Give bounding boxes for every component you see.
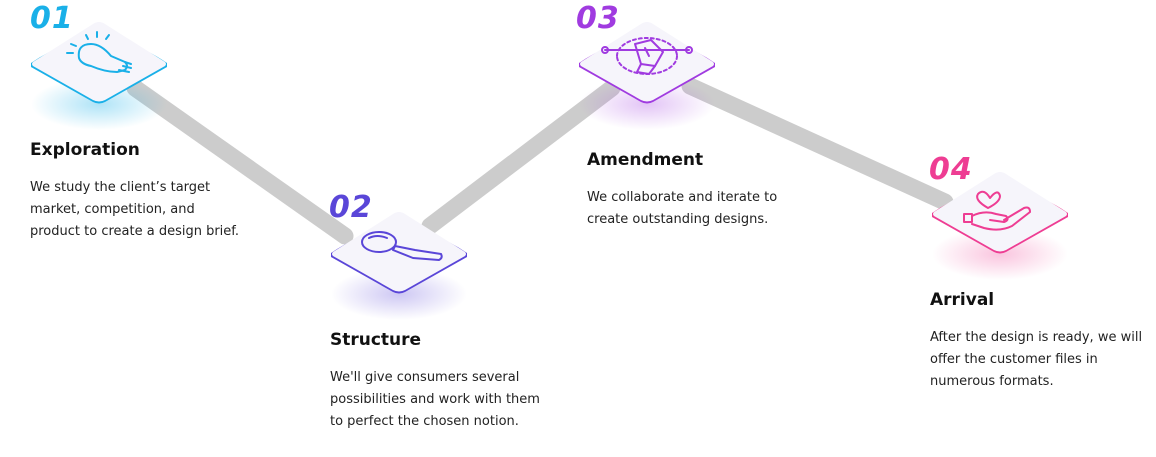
step-number: 02 xyxy=(329,190,373,225)
step-number: 01 xyxy=(30,1,74,36)
step-tile-amendment xyxy=(579,20,715,130)
pen-tool-icon xyxy=(601,37,693,75)
step-tile-structure xyxy=(331,210,467,320)
step-description: We study the client’s target market, com… xyxy=(30,180,240,239)
step-number: 04 xyxy=(929,152,973,187)
step-tile-exploration xyxy=(31,20,167,130)
lightbulb-icon xyxy=(66,31,132,73)
step-title: Arrival xyxy=(930,290,995,310)
step-description: We'll give consumers several possibiliti… xyxy=(330,370,540,429)
step-description: We collaborate and iterate to create out… xyxy=(587,190,778,227)
step-number: 03 xyxy=(576,1,620,36)
step-tile-arrival xyxy=(932,170,1068,280)
magnifier-icon xyxy=(361,231,443,261)
connector-1-2 xyxy=(126,79,354,245)
step-title: Amendment xyxy=(587,150,704,170)
step-description: After the design is ready, we will offer… xyxy=(930,330,1143,389)
step-title: Exploration xyxy=(30,140,140,160)
step-title: Structure xyxy=(330,330,422,350)
connector-3-4 xyxy=(681,77,954,211)
heart-in-hand-icon xyxy=(963,190,1031,231)
